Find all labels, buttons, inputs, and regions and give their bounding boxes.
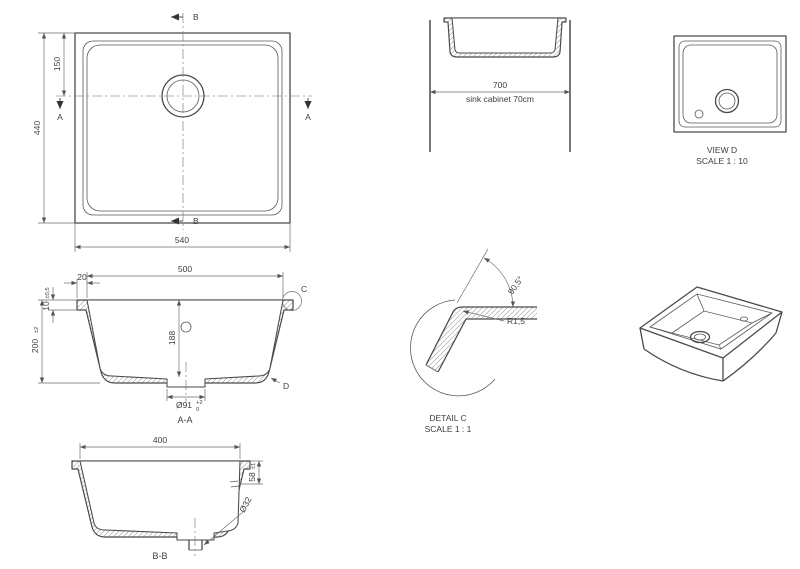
section-aa-view: C D 500 20 10 ±0,5 200 ±2 (30, 264, 307, 425)
view-d-outer-edge (673, 35, 787, 133)
cabinet-dimension: 700 sink cabinet 70cm (430, 80, 570, 104)
iso-rim-inner (649, 293, 773, 350)
section-a-label-right: A (305, 112, 311, 122)
iso-overflow-hole (740, 316, 748, 322)
view-d-drain-outer (714, 88, 740, 114)
view-d-bowl-line (682, 44, 778, 124)
cabinet-caption: sink cabinet 70cm (466, 94, 534, 104)
bowl-top-radius-line (86, 44, 279, 212)
section-bb-caption: B-B (152, 551, 167, 561)
detail-c-title: DETAIL C (429, 413, 466, 423)
bb-overflow-mark-bottom (230, 485, 240, 488)
sink-section-bowl (451, 17, 559, 54)
iso-bowl-edge-front (718, 344, 722, 350)
iso-bottom-edge-left (643, 348, 724, 382)
angle-extension-line (456, 248, 489, 304)
detail-inner-surface (437, 318, 537, 373)
detail-material-hatch (426, 307, 537, 372)
dim-angle: 90,5° (506, 274, 526, 296)
radius-leader (462, 310, 505, 322)
iso-drain-outer (689, 330, 711, 344)
iso-bowl-edge-back (696, 293, 705, 312)
dim-58-tol: ±1 (251, 463, 257, 469)
dim-10-tol: ±0,5 (45, 287, 51, 298)
dim-200: 200 (30, 339, 40, 353)
view-d-title: VIEW D (707, 145, 737, 155)
d-marker-leader (270, 377, 281, 384)
dim-400: 400 (153, 435, 167, 445)
detail-outer-surface (425, 306, 537, 366)
section-b-label-bottom: B (193, 216, 199, 226)
view-d-drain-inner (718, 92, 736, 110)
view-d-rim-line (678, 40, 782, 128)
dim-150: 150 (52, 57, 62, 71)
section-line-b: B B (171, 12, 199, 230)
plan-view: A A B B 440 150 540 (32, 12, 312, 252)
dim-700: 700 (493, 80, 507, 90)
view-d-scale: SCALE 1 : 10 (696, 156, 748, 166)
bb-overflow-mark-top (229, 480, 239, 483)
section-aa-caption: A-A (177, 415, 192, 425)
dim-58: 58 (247, 472, 257, 482)
aa-bowl-interior (86, 299, 284, 388)
detail-c-marker-circle (282, 291, 302, 311)
dim-20: 20 (77, 272, 87, 282)
dim-radius: R1,5 (507, 316, 525, 326)
iso-drain-inner (694, 333, 706, 341)
iso-wall-left (639, 327, 645, 350)
dim-drain-91: Ø91 (176, 400, 192, 410)
dim-drain-91-tol-lower: 0 (196, 407, 199, 413)
detail-c-scale: SCALE 1 : 1 (425, 424, 472, 434)
cabinet-front-view: 700 sink cabinet 70cm (429, 17, 571, 152)
angle-dimension-arc (483, 257, 516, 308)
dim-200-tol: ±2 (34, 327, 40, 333)
view-d: VIEW D SCALE 1 : 10 (673, 35, 787, 166)
iso-bottom-edge-right (722, 332, 777, 382)
aa-dimensions: 500 20 10 ±0,5 200 ±2 188 Ø91 (30, 264, 284, 413)
dim-540: 540 (175, 235, 189, 245)
detail-c-view: 90,5° R1,5 DETAIL C SCALE 1 : 1 (410, 248, 537, 434)
section-bb-view: 400 58 ±1 Ø32 B-B (71, 435, 263, 561)
iso-bowl-edge-right (751, 312, 773, 324)
plan-dimensions: 440 150 540 (32, 32, 291, 252)
iso-wall-right (775, 311, 783, 334)
section-a-label-left: A (57, 112, 63, 122)
isometric-view (639, 286, 783, 382)
dim-10: 10 (41, 301, 51, 311)
bb-bowl-interior (79, 460, 241, 541)
sink-outer-edge (74, 32, 291, 224)
dim-440: 440 (32, 121, 42, 135)
d-marker-label: D (283, 381, 289, 391)
sink-rim-inner-edge (82, 40, 283, 216)
dim-drain-91-tol-upper: +2 (196, 400, 203, 406)
view-d-overflow-knob (694, 109, 704, 119)
section-b-label-top: B (193, 12, 199, 22)
dim-500: 500 (178, 264, 192, 274)
section-line-a: A A (56, 95, 312, 122)
dim-outlet-32: Ø32 (237, 495, 254, 514)
iso-bowl-edge-left (649, 326, 673, 334)
detail-cut-edge (425, 364, 439, 373)
detail-boundary-arc (410, 299, 496, 397)
dim-188: 188 (167, 331, 177, 345)
detail-c-marker-label: C (301, 284, 307, 294)
iso-bowl-bottom (671, 310, 753, 346)
